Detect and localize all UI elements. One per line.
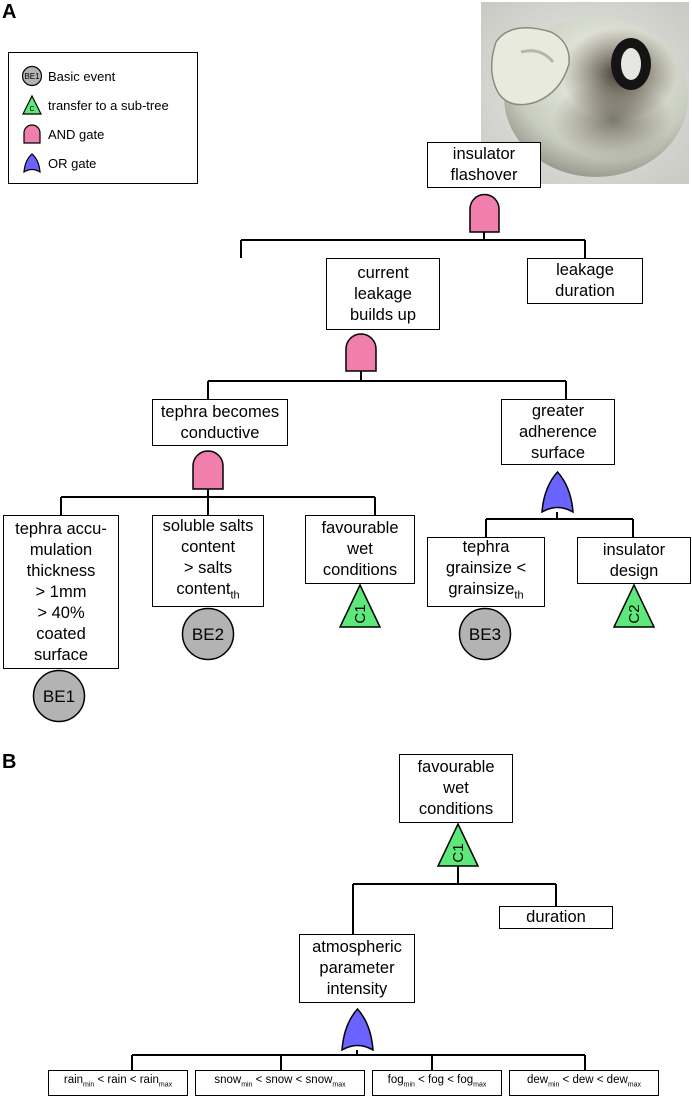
transfer-b-c1: C1 xyxy=(437,823,479,867)
node-favourable-wet: favourable wet conditions xyxy=(305,515,415,584)
legend-or-gate: OR gate xyxy=(21,152,96,174)
transfer-icon: C xyxy=(22,94,42,115)
transfer-c2: C2 xyxy=(613,584,655,628)
transfer-c1: C1 xyxy=(339,584,381,628)
node-tephra-accumulation: tephra accu- mulation thickness > 1mm > … xyxy=(3,515,119,669)
legend-transfer-label: transfer to a sub-tree xyxy=(48,97,169,113)
and-gate-icon xyxy=(345,333,377,372)
node-leakage-duration: leakage duration xyxy=(527,258,643,304)
or-gate-icon xyxy=(541,471,574,513)
panel-b-label: B xyxy=(2,751,17,773)
node-b-duration: duration xyxy=(499,906,613,929)
node-soluble-salts: soluble salts content > salts contentth xyxy=(152,515,264,607)
svg-text:BE2: BE2 xyxy=(192,625,224,644)
node-b-rain: rainmin < rain < rainmax xyxy=(48,1070,188,1096)
svg-text:C: C xyxy=(29,106,34,113)
node-insulator-flashover: insulator flashover xyxy=(427,142,541,188)
basic-event-icon: BE1 xyxy=(21,65,43,87)
and-gate-icon xyxy=(469,193,500,233)
node-b-dew: dewmin < dew < dewmax xyxy=(509,1070,659,1096)
svg-text:C2: C2 xyxy=(626,604,643,623)
svg-text:BE3: BE3 xyxy=(469,625,501,644)
basic-event-be3: BE3 xyxy=(458,607,512,661)
node-tephra-grainsize: tephra grainsize < grainsizeth xyxy=(427,537,545,607)
legend-transfer: C transfer to a sub-tree xyxy=(21,94,169,116)
or-gate-icon xyxy=(341,1008,374,1051)
or-gate-icon xyxy=(23,153,41,174)
node-greater-adherence: greater adherence surface xyxy=(501,399,615,465)
node-current-leakage: current leakage builds up xyxy=(326,258,440,330)
node-b-snow: snowmin < snow < snowmax xyxy=(195,1070,365,1096)
legend-basic-event-label: Basic event xyxy=(48,68,116,84)
svg-text:C1: C1 xyxy=(352,604,369,623)
node-tephra-conductive: tephra becomes conductive xyxy=(152,399,288,446)
basic-event-be1: BE1 xyxy=(32,669,86,723)
svg-text:C1: C1 xyxy=(450,843,467,862)
basic-event-be2: BE2 xyxy=(181,607,235,661)
legend-and-gate: AND gate xyxy=(21,123,104,145)
legend-basic-event: BE1 Basic event xyxy=(21,65,115,87)
and-gate-icon xyxy=(23,124,41,144)
legend-or-gate-label: OR gate xyxy=(48,155,97,171)
node-insulator-design: insulator design xyxy=(577,537,691,584)
panel-a-label: A xyxy=(2,1,17,23)
legend-and-gate-label: AND gate xyxy=(48,126,105,142)
node-b-atmospheric: atmospheric parameter intensity xyxy=(299,934,415,1003)
node-b-fog: fogmin < fog < fogmax xyxy=(372,1070,502,1096)
and-gate-icon xyxy=(192,450,224,490)
svg-text:BE1: BE1 xyxy=(24,72,40,81)
node-b-favourable-wet: favourable wet conditions xyxy=(399,754,513,823)
legend: BE1 Basic event C transfer to a sub-tree… xyxy=(8,52,198,184)
svg-text:BE1: BE1 xyxy=(43,687,75,706)
